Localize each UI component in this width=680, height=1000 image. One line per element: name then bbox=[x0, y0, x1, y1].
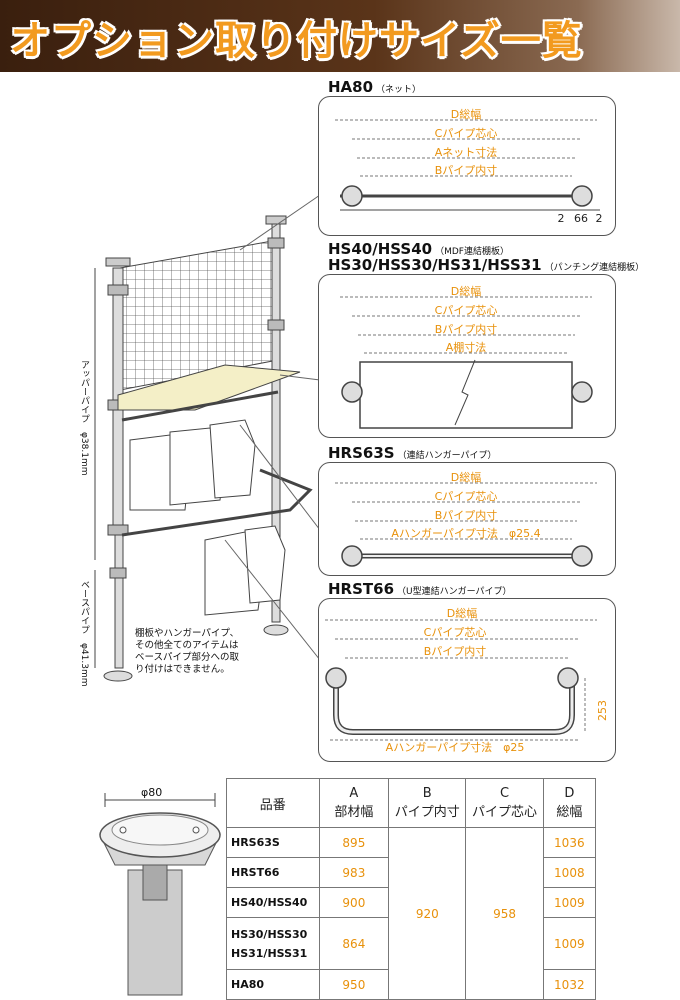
hs40-dim-d: D総幅 bbox=[450, 285, 482, 298]
table-row: HA80 950 1032 bbox=[226, 969, 597, 1000]
section-sub: （U型連結ハンガーパイプ） bbox=[397, 587, 512, 597]
page-title: オプション取り付けサイズ一覧 bbox=[10, 18, 583, 64]
hs40-title: HS40/HSS40（MDF連結棚板） bbox=[328, 240, 509, 258]
hs40-dim-a: A棚寸法 bbox=[445, 341, 487, 354]
table-header-row: 品番 A 部材幅 B パイプ内寸 C パイプ芯心 D 総幅 bbox=[226, 778, 597, 828]
header-text: 総幅 bbox=[556, 805, 583, 820]
hrs63s-dim-a: Aハンガーパイプ寸法 φ25.4 bbox=[391, 527, 541, 540]
header-a: A 部材幅 bbox=[318, 778, 390, 828]
header-c: C パイプ芯心 bbox=[465, 778, 544, 828]
header-text: A bbox=[349, 786, 359, 801]
hrst66-dim-c: Cパイプ芯心 bbox=[423, 626, 487, 639]
cell-a: 950 bbox=[318, 969, 390, 1000]
cell-model: HS40/HSS40 bbox=[226, 887, 320, 918]
header-text: C bbox=[499, 786, 510, 801]
cell-model: HA80 bbox=[226, 969, 320, 1000]
hs40-dim-c: Cパイプ芯心 bbox=[434, 304, 498, 317]
cell-c-shared: 958 bbox=[465, 827, 544, 1000]
section-model: HS40/HSS40 bbox=[328, 240, 433, 258]
section-model: HA80 bbox=[328, 78, 374, 96]
hrs63s-dim-c: Cパイプ芯心 bbox=[434, 490, 498, 503]
section-model: HS30/HSS30/HS31/HSS31 bbox=[328, 256, 542, 274]
hrst66-dim-d: D総幅 bbox=[446, 607, 478, 620]
cell-d: 1009 bbox=[542, 887, 597, 918]
upper-pipe-label: アッパーパイプ φ38.1mm bbox=[79, 360, 89, 476]
ha80-spacing-right: 2 bbox=[595, 212, 603, 225]
header-text: B bbox=[422, 786, 432, 801]
ha80-panel bbox=[318, 96, 616, 236]
header-text: D bbox=[564, 786, 575, 801]
ha80-dim-d: D総幅 bbox=[450, 108, 482, 121]
table-row: HRS63S 895 920 958 1036 bbox=[226, 827, 597, 1000]
cell-d: 1008 bbox=[542, 857, 597, 888]
note-line: 棚板やハンガーパイプ、 bbox=[135, 628, 240, 639]
cell-model: HRS63S bbox=[226, 827, 320, 858]
installation-note: 棚板やハンガーパイプ、 その他全てのアイテムは ベースパイプ部分への取 り付けは… bbox=[135, 628, 239, 676]
note-line: り付けはできません。 bbox=[135, 664, 230, 675]
spec-table: 品番 A 部材幅 B パイプ内寸 C パイプ芯心 D 総幅 HRS63S 895 920… bbox=[226, 778, 597, 1000]
section-sub: （連結ハンガーパイプ） bbox=[397, 451, 497, 461]
cell-d: 1032 bbox=[542, 969, 597, 1000]
base-pipe-label: ベースパイプ φ41.3mm bbox=[79, 580, 89, 687]
hrs63s-dim-d: D総幅 bbox=[450, 471, 482, 484]
note-line: ベースパイプ部分への取 bbox=[135, 652, 240, 663]
cell-a: 900 bbox=[318, 887, 390, 918]
header-text: パイプ芯心 bbox=[472, 805, 538, 820]
hrs63s-title: HRS63S（連結ハンガーパイプ） bbox=[328, 444, 497, 462]
note-line: その他全てのアイテムは bbox=[135, 640, 239, 651]
hs40-dim-b: Bパイプ内寸 bbox=[434, 323, 498, 336]
cell-d: 1009 bbox=[542, 917, 597, 970]
hrst66-title: HRST66（U型連結ハンガーパイプ） bbox=[328, 580, 512, 598]
hrs63s-dim-b: Bパイプ内寸 bbox=[434, 509, 498, 522]
cell-a: 983 bbox=[318, 857, 390, 888]
header-model: 品番 bbox=[226, 778, 320, 828]
table-row: HS40/HSS40 900 1009 bbox=[226, 887, 597, 918]
ha80-dim-c: Cパイプ芯心 bbox=[434, 127, 498, 140]
header-d: D 総幅 bbox=[542, 778, 597, 828]
section-sub: （パンチング連結棚板） bbox=[544, 263, 645, 273]
header-text: 品番 bbox=[259, 797, 286, 813]
ha80-dim-b: Bパイプ内寸 bbox=[434, 164, 498, 177]
section-model: HRS63S bbox=[328, 444, 395, 462]
cell-a: 864 bbox=[318, 917, 390, 970]
header-text: 部材幅 bbox=[334, 805, 374, 820]
section-model: HRST66 bbox=[328, 580, 395, 598]
header-text: パイプ内寸 bbox=[394, 805, 460, 820]
hrst66-dim-a: Aハンガーパイプ寸法 φ25 bbox=[385, 741, 525, 754]
hrst66-dim-b: Bパイプ内寸 bbox=[423, 645, 487, 658]
ha80-dim-a: Aネット寸法 bbox=[434, 146, 498, 159]
model-line: HS31/HSS31 bbox=[231, 946, 308, 960]
hs30-title: HS30/HSS30/HS31/HSS31（パンチング連結棚板） bbox=[328, 256, 644, 274]
ha80-spacing-mid: 66 bbox=[574, 212, 588, 225]
section-sub: （ネット） bbox=[376, 85, 422, 95]
ha80-title: HA80（ネット） bbox=[328, 78, 421, 96]
cell-model: HRST66 bbox=[226, 857, 320, 888]
section-sub: （MDF連結棚板） bbox=[435, 247, 509, 257]
cell-a: 895 bbox=[318, 827, 390, 858]
base-diameter-label: φ80 bbox=[141, 786, 163, 799]
header-banner: オプション取り付けサイズ一覧 bbox=[0, 0, 680, 72]
cell-b-shared: 920 bbox=[388, 827, 467, 1000]
cell-d: 1036 bbox=[542, 827, 597, 858]
model-line: HS30/HSS30 bbox=[231, 927, 308, 941]
header-b: B パイプ内寸 bbox=[388, 778, 467, 828]
ha80-spacing-left: 2 bbox=[557, 212, 565, 225]
